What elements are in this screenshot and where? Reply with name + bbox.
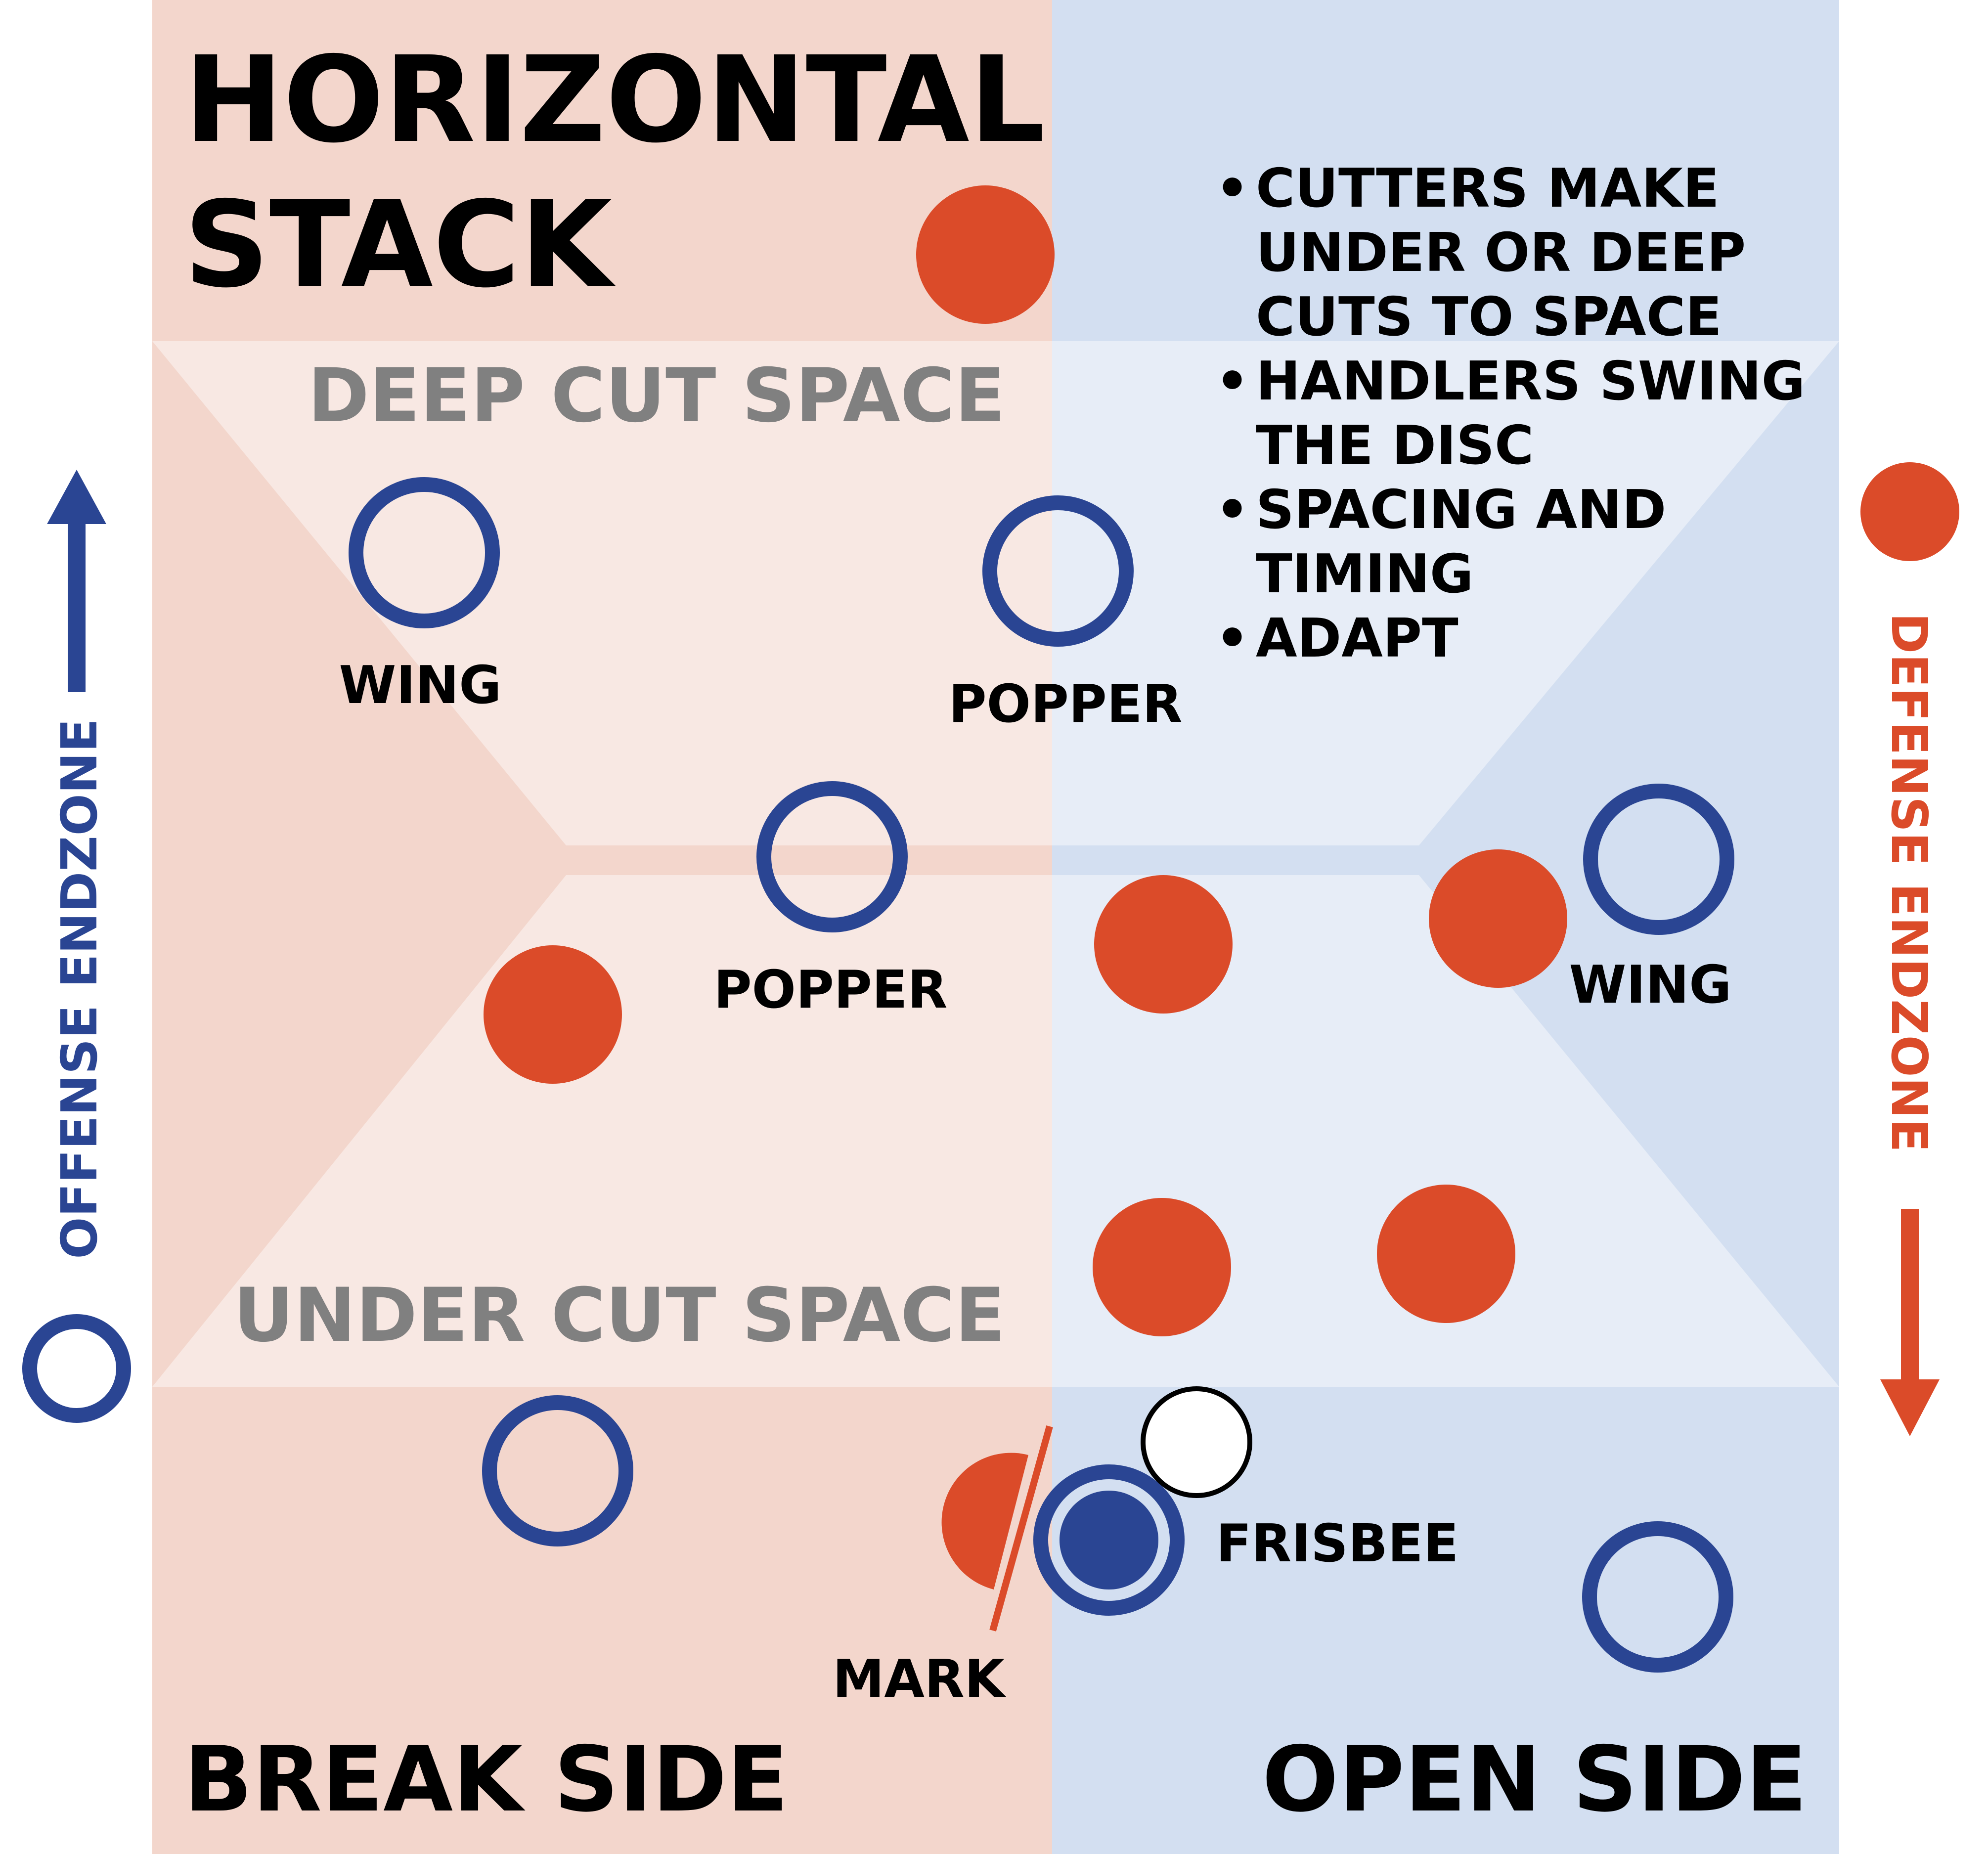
defender-deep bbox=[916, 185, 1055, 324]
break-side-area bbox=[152, 0, 1052, 1854]
player-labels: WING POPPER POPPER WING FRISBEE MARK bbox=[339, 655, 1732, 1709]
tip-bullet: • bbox=[1215, 158, 1249, 220]
break-side-label: BREAK SIDE bbox=[184, 1727, 789, 1832]
tip-line: TIMING bbox=[1256, 543, 1474, 605]
defender bbox=[1094, 875, 1233, 1014]
under-cut-space-label: UNDER CUT SPACE bbox=[233, 1273, 1005, 1359]
mark-label: MARK bbox=[833, 1649, 1007, 1709]
diagram-title-line1: HORIZONTAL bbox=[184, 31, 1045, 169]
handler-break-player bbox=[482, 1395, 633, 1546]
popper-top-player bbox=[982, 495, 1134, 647]
popper-mid-label: POPPER bbox=[714, 960, 948, 1020]
defender bbox=[484, 945, 622, 1084]
open-side-label: OPEN SIDE bbox=[1262, 1727, 1807, 1832]
tip-line: ADAPT bbox=[1256, 608, 1458, 669]
tip-bullet: • bbox=[1215, 351, 1249, 412]
offense-players bbox=[349, 477, 1734, 1673]
defense-key-icon bbox=[1860, 462, 1959, 561]
arrow-up-icon bbox=[47, 470, 106, 524]
defense-players bbox=[484, 185, 1567, 1336]
wing-left-player bbox=[349, 477, 500, 628]
defense-endzone-indicator: DEFENSE ENDZONE bbox=[1860, 462, 1959, 1436]
tips-list: • CUTTERS MAKE UNDER OR DEEP CUTS TO SPA… bbox=[1215, 158, 1805, 669]
offense-key-icon bbox=[22, 1314, 131, 1423]
arrow-down-icon bbox=[1880, 1379, 1940, 1436]
diagram-title-line2: STACK bbox=[184, 176, 616, 314]
tip-line: HANDLERS SWING bbox=[1256, 351, 1805, 412]
popper-top-label: POPPER bbox=[949, 674, 1183, 734]
tip-bullet: • bbox=[1215, 479, 1249, 541]
wing-right-label: WING bbox=[1569, 955, 1732, 1015]
tip-line: CUTTERS MAKE bbox=[1256, 158, 1720, 220]
disc-holder-core bbox=[1060, 1491, 1158, 1589]
tip-bullet: • bbox=[1215, 608, 1249, 669]
tip-line: THE DISC bbox=[1256, 415, 1534, 477]
frisbee bbox=[1141, 1386, 1252, 1498]
disc-holder-ring bbox=[1033, 1464, 1185, 1616]
defense-endzone-label: DEFENSE ENDZONE bbox=[1880, 613, 1938, 1152]
wing-right-player bbox=[1583, 784, 1734, 935]
tip-line: SPACING AND bbox=[1256, 479, 1666, 541]
deep-cut-space-label: DEEP CUT SPACE bbox=[308, 353, 1006, 439]
defender bbox=[1377, 1185, 1515, 1323]
tip-line: CUTS TO SPACE bbox=[1256, 286, 1722, 348]
mark-line bbox=[989, 1425, 1053, 1632]
handler-open-player bbox=[1582, 1521, 1733, 1673]
defender bbox=[1093, 1198, 1231, 1336]
wing-left-label: WING bbox=[339, 655, 502, 715]
defender bbox=[1429, 849, 1567, 988]
offense-endzone-indicator: OFFENSE ENDZONE bbox=[22, 470, 131, 1423]
tip-line: UNDER OR DEEP bbox=[1256, 222, 1746, 284]
popper-mid-player bbox=[756, 781, 908, 932]
offense-endzone-label: OFFENSE ENDZONE bbox=[50, 718, 108, 1259]
disc-holder bbox=[1033, 1464, 1185, 1616]
mark-defender bbox=[941, 1453, 1028, 1589]
frisbee-label: FRISBEE bbox=[1216, 1513, 1459, 1574]
